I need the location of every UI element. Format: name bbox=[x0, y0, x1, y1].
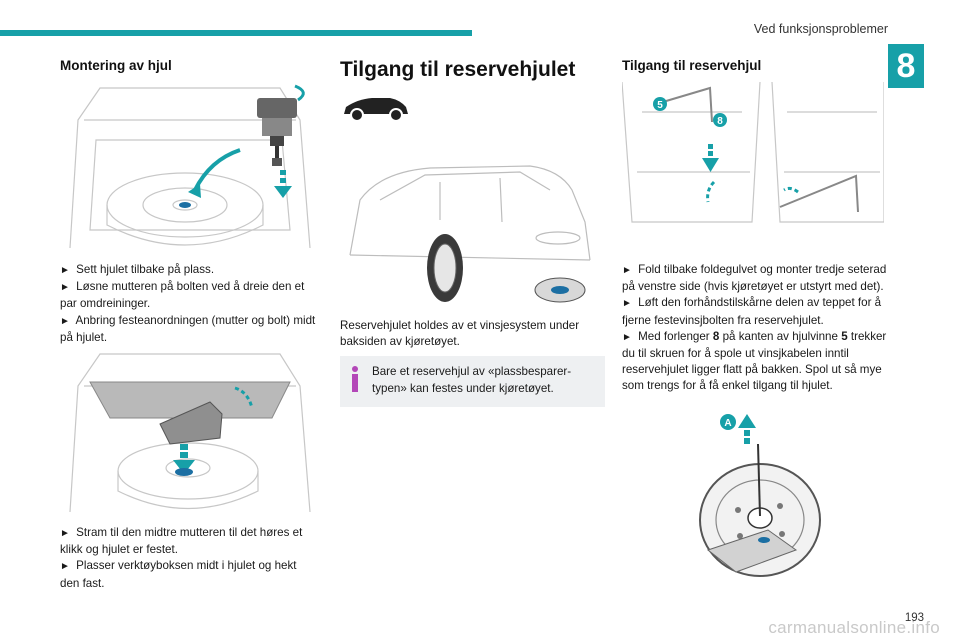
callout-label: 5 bbox=[657, 100, 663, 111]
car-silhouette-icon bbox=[340, 94, 412, 124]
page-number: 193 bbox=[904, 612, 924, 624]
info-text: Bare et reservehjul av «plassbesparer-ty… bbox=[372, 365, 572, 395]
bullet-arrow-icon: ► bbox=[622, 265, 632, 276]
info-icon bbox=[352, 366, 358, 392]
step-c1: ► Fold tilbake foldegulvet og monter tre… bbox=[622, 263, 887, 294]
bullet-arrow-icon: ► bbox=[622, 298, 632, 310]
step-a2: ► Løsne mutteren på bolten ved å dreie d… bbox=[60, 280, 305, 311]
illustration-wheel-release: A bbox=[680, 410, 840, 580]
step-b1: ► Stram til den midtre mutteren til det … bbox=[60, 526, 303, 557]
bullet-arrow-icon: ► bbox=[60, 528, 70, 539]
step-b2: ► Plasser verktøyboksen midt i hjulet og… bbox=[60, 559, 297, 590]
bullet-arrow-icon: ► bbox=[60, 265, 70, 276]
illustration-trunk-wheel-mount bbox=[60, 80, 318, 250]
illustration-winch-access: 5 8 bbox=[622, 82, 884, 250]
bullet-arrow-icon: ► bbox=[622, 331, 632, 343]
step-a3: ► Anbring festeanordningen (mutter og bo… bbox=[60, 313, 316, 344]
bullet-arrow-icon: ► bbox=[60, 561, 70, 573]
header-accent-bar bbox=[0, 30, 472, 36]
step-a1: ► Sett hjulet tilbake på plass. bbox=[60, 263, 215, 276]
section-title: Ved funksjonsproblemer bbox=[753, 22, 888, 36]
bullet-arrow-icon: ► bbox=[60, 315, 70, 327]
heading-montering: Montering av hjul bbox=[60, 58, 172, 73]
callout-label: 8 bbox=[717, 116, 723, 127]
steps-list-a: ► Sett hjulet tilbake på plass. ► Løsne … bbox=[60, 262, 318, 346]
step-c2: ► Løft den forhåndstilskårne delen av te… bbox=[622, 296, 882, 327]
illustration-toolbox-on-wheel bbox=[60, 346, 318, 514]
illustration-car-spare-wheel bbox=[340, 160, 605, 310]
callout-label: A bbox=[724, 418, 731, 429]
heading-tilgang-reservehjul: Tilgang til reservehjul bbox=[622, 58, 762, 73]
body-text: Reservehjulet holdes av et vinsjesystem … bbox=[340, 319, 580, 349]
bullet-arrow-icon: ► bbox=[60, 282, 70, 294]
chapter-number-badge: 8 bbox=[888, 44, 924, 88]
heading-tilgang-reservehjulet: Tilgang til reservehjulet bbox=[340, 58, 576, 81]
step-c3: ► Med forlenger 8 på kanten av hjulvinne… bbox=[622, 329, 887, 393]
steps-list-b: ► Stram til den midtre mutteren til det … bbox=[60, 525, 318, 592]
steps-list-c: ► Fold tilbake foldegulvet og monter tre… bbox=[622, 262, 892, 395]
info-box: Bare et reservehjul av «plassbesparer-ty… bbox=[340, 356, 605, 407]
watermark: carmanualsonline.info bbox=[768, 618, 940, 637]
